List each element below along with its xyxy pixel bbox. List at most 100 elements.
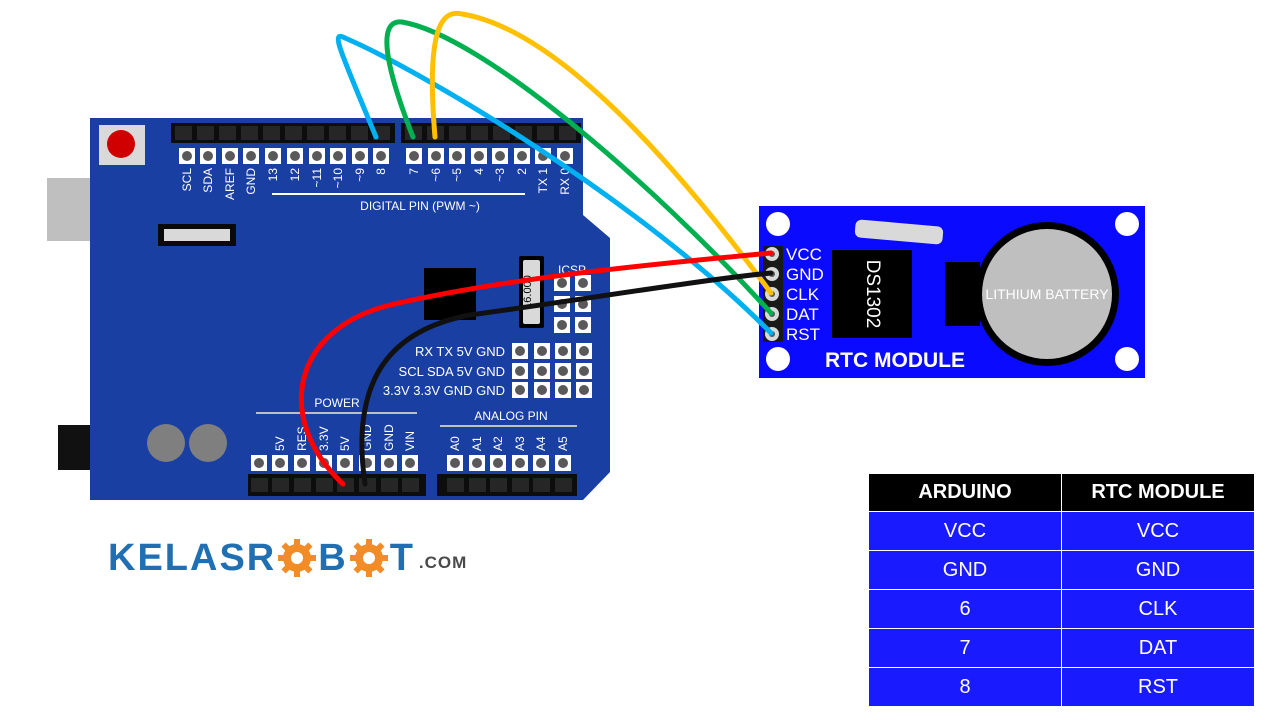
pin-hole: [355, 151, 365, 161]
pin-hole: [579, 385, 589, 395]
table-cell: DAT: [1061, 628, 1255, 668]
table-header-arduino: ARDUINO: [868, 473, 1062, 512]
table-row: GND GND: [868, 550, 1255, 590]
power-title: POWER: [314, 396, 360, 410]
header-slot: [469, 478, 486, 492]
rtc-module-title: RTC MODULE: [825, 349, 965, 372]
pin-hole: [515, 346, 525, 356]
wire-gnd: [359, 270, 774, 487]
brand-text-part2: B: [318, 536, 348, 579]
table-row: 6 CLK: [868, 589, 1255, 629]
rtc-pin-label: RST: [786, 325, 820, 344]
digital-pin-label: 4: [472, 168, 486, 175]
digital-pin-row: [179, 148, 573, 164]
power-pin-label: 3.3V: [317, 426, 331, 451]
pin-hole: [474, 151, 484, 161]
digital-pin-label: AREF: [223, 168, 237, 200]
rtc-pin-label: CLK: [786, 285, 820, 304]
header-slot: [263, 126, 280, 140]
pin-hole: [558, 346, 568, 356]
rtc-pin-label: DAT: [786, 305, 819, 324]
digital-pin-label: SCL: [180, 168, 194, 192]
capacitor: [147, 424, 185, 462]
mounting-hole: [766, 212, 790, 236]
pin-hole: [246, 151, 256, 161]
pin-hole: [558, 385, 568, 395]
brand-text-part3: T: [389, 536, 415, 579]
analog-pin-label: A1: [470, 436, 484, 451]
side-header-label: RX TX 5V GND: [415, 344, 505, 359]
pin-hole: [557, 320, 567, 330]
header-slot: [359, 478, 376, 492]
rtc-pin-label: GND: [786, 265, 824, 284]
pin-hole: [203, 151, 213, 161]
pin-hole: [558, 458, 568, 468]
digital-pin-label: ~9: [353, 168, 367, 182]
brand-suffix: .COM: [418, 553, 468, 572]
pin-hole: [254, 458, 264, 468]
analog-title: ANALOG PIN: [474, 409, 547, 423]
table-row: 7 DAT: [868, 628, 1255, 668]
pin-hole: [578, 278, 588, 288]
header-slot: [219, 126, 236, 140]
power-pin-label: 5V: [338, 436, 352, 451]
table-cell: GND: [868, 550, 1062, 590]
rtc-pin-label: VCC: [786, 245, 822, 264]
battery-label: LITHIUM BATTERY: [985, 286, 1109, 302]
wire-rst: [335, 34, 774, 336]
pin-hole: [515, 385, 525, 395]
pin-hole: [333, 151, 343, 161]
pin-hole: [515, 366, 525, 376]
pin-hole: [495, 151, 505, 161]
table-cell: 6: [868, 589, 1062, 629]
header-slot: [285, 126, 302, 140]
pin-hole: [537, 366, 547, 376]
digital-pin-label: ~3: [493, 168, 507, 182]
wire-vcc: [298, 250, 774, 487]
battery-holder: [945, 262, 980, 326]
header-slot: [294, 478, 311, 492]
table-cell: CLK: [1061, 589, 1255, 629]
gear-icon: [349, 539, 388, 577]
brand-text-part1: KELASR: [108, 536, 277, 579]
capacitor: [189, 424, 227, 462]
table-row: VCC VCC: [868, 511, 1255, 551]
pin-hole: [275, 458, 285, 468]
table-cell: GND: [1061, 550, 1255, 590]
digital-pin-label: 7: [407, 168, 421, 175]
header-slot: [555, 478, 572, 492]
pin-hole: [225, 151, 235, 161]
digital-pin-label: SDA: [201, 168, 215, 193]
mounting-hole: [1115, 347, 1139, 371]
pin-hole: [560, 151, 570, 161]
gear-icon: [278, 539, 317, 577]
arduino-board: [90, 118, 610, 500]
pin-hole: [515, 458, 525, 468]
power-pin-label: 5V: [273, 436, 287, 451]
header-slot: [381, 478, 398, 492]
pin-hole: [578, 320, 588, 330]
side-header-label: 3.3V 3.3V GND GND: [383, 383, 505, 398]
digital-pin-label: 8: [374, 168, 388, 175]
pin-hole: [268, 151, 278, 161]
header-slot: [490, 478, 507, 492]
table-cell: 7: [868, 628, 1062, 668]
pin-hole: [452, 151, 462, 161]
table-header-rtc: RTC MODULE: [1061, 473, 1255, 512]
table-cell: VCC: [868, 511, 1062, 551]
header-slot: [241, 126, 258, 140]
digital-pin-label: GND: [244, 168, 258, 195]
digital-pin-label: RX 0: [558, 168, 572, 195]
digital-pin-label: 2: [515, 168, 529, 175]
pin-hole: [376, 151, 386, 161]
pin-hole: [182, 151, 192, 161]
header-slot: [533, 478, 550, 492]
connection-table: ARDUINO RTC MODULE VCC VCC GND GND 6 CLK…: [868, 473, 1255, 707]
pin-hole: [297, 458, 307, 468]
digital-pin-label: TX 1: [536, 168, 550, 194]
header-slot: [449, 126, 466, 140]
